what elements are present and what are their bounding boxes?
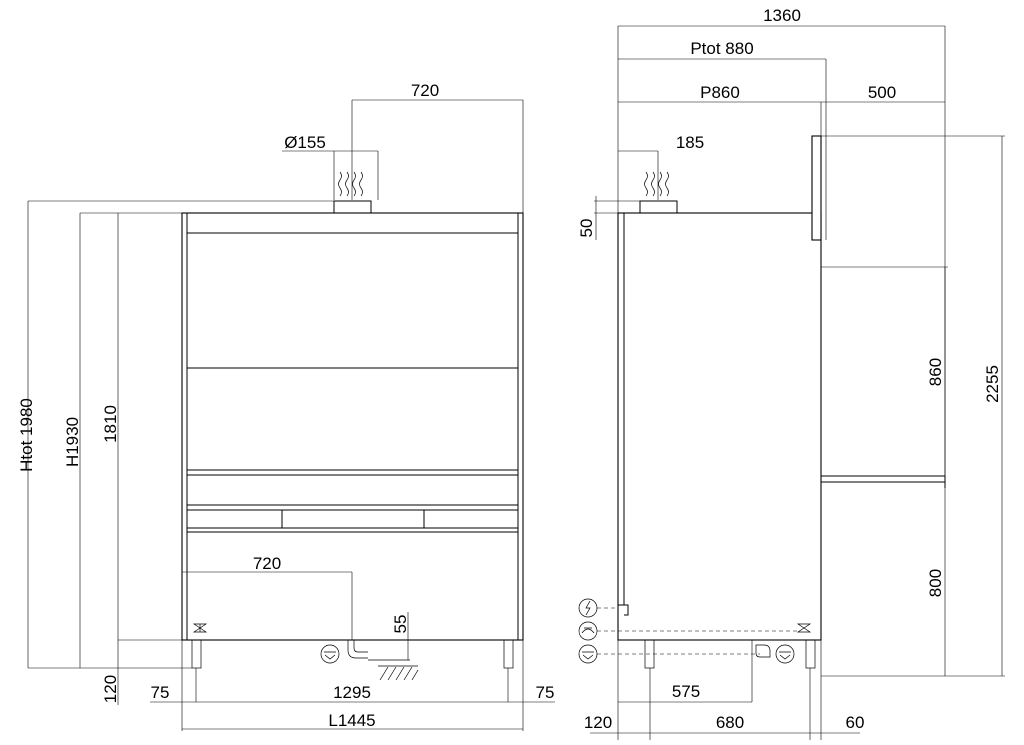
water-inlet-icon <box>578 621 800 641</box>
dim-top-height: 50 <box>577 219 596 238</box>
dim-left-offset: 75 <box>151 683 170 702</box>
electric-connection-icon <box>578 598 618 618</box>
drain-connection-icon <box>578 644 760 664</box>
side-view: 1360 Ptot 880 P860 500 185 50 860 2255 8… <box>577 6 1005 740</box>
side-valve-icon <box>796 623 812 633</box>
side-cabinet <box>617 212 822 641</box>
dim-total-width: L1445 <box>328 711 375 730</box>
steam-icon <box>338 171 363 197</box>
front-drawer-right <box>423 509 519 529</box>
dim-front-leg: 120 <box>584 713 612 732</box>
dim-ptot: Ptot 880 <box>690 39 753 58</box>
dim-overall-depth: 1360 <box>763 6 801 25</box>
side-exhaust-duct <box>639 200 678 214</box>
dim-duct-offset: 185 <box>676 133 704 152</box>
dim-drain-offset-side: 575 <box>672 682 700 701</box>
dim-h-inner: 1810 <box>101 405 120 443</box>
dim-h: H1930 <box>63 417 82 467</box>
dim-depth: P860 <box>700 83 740 102</box>
dim-drain-height: 55 <box>391 615 410 634</box>
dim-upper-opening: 860 <box>926 358 945 386</box>
dim-htot: Htot 1980 <box>17 398 36 472</box>
dim-extension: 500 <box>868 83 896 102</box>
dim-lower-height: 800 <box>926 569 945 597</box>
side-leg-rear <box>805 639 816 669</box>
dim-total-height: 2255 <box>983 365 1002 403</box>
front-leg-left <box>191 639 202 669</box>
exhaust-duct <box>333 200 372 214</box>
dim-drain-offset: 720 <box>253 554 281 573</box>
front-drain <box>320 640 419 681</box>
dim-leg-height: 120 <box>101 675 120 703</box>
dim-right-offset: 75 <box>536 683 555 702</box>
side-drain <box>755 644 795 664</box>
dim-duct-width: 720 <box>411 81 439 100</box>
side-steam-icon <box>644 171 669 197</box>
dim-duct-diameter: Ø155 <box>284 133 326 152</box>
front-cabinet <box>181 212 524 641</box>
dim-leg-span: 680 <box>716 713 744 732</box>
front-view: 720 Ø155 Htot 1980 H1930 1810 120 75 129… <box>17 81 555 731</box>
dim-inner-width: 1295 <box>333 683 371 702</box>
dim-rear-leg: 60 <box>846 713 865 732</box>
valve-icon <box>192 623 208 633</box>
front-leg-right <box>503 639 514 669</box>
rear-hood <box>811 135 822 241</box>
